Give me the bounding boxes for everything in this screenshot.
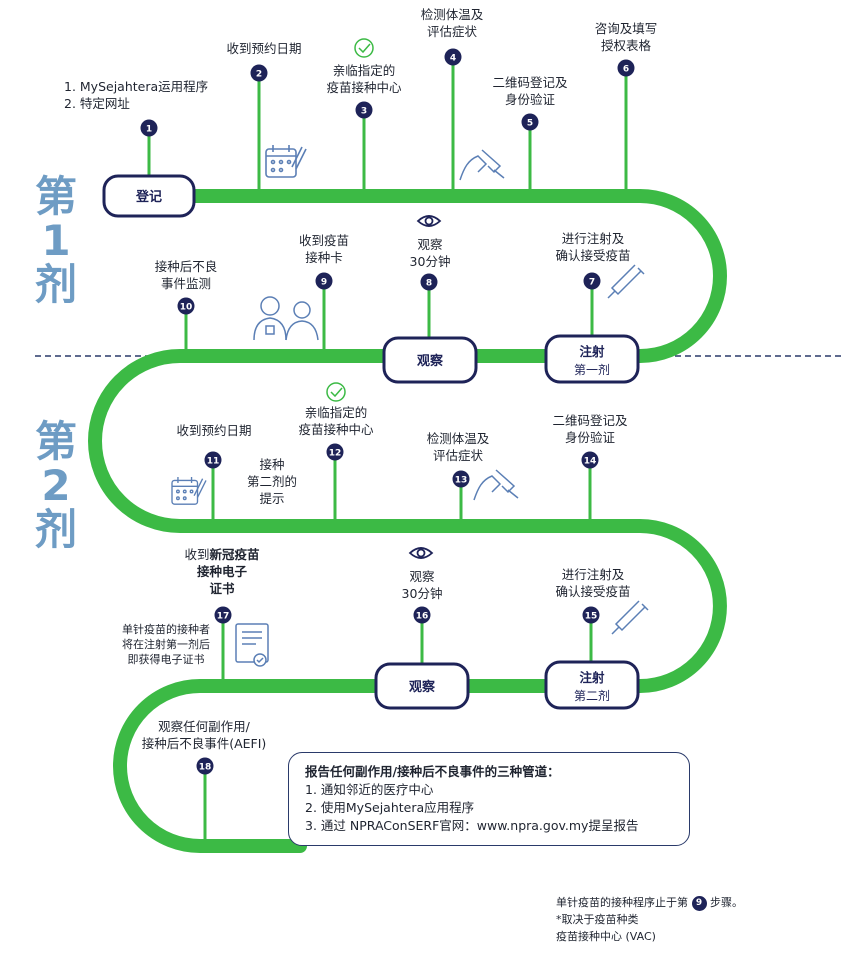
station-inject-2-title: 注射	[579, 670, 605, 685]
station-register: 登记	[102, 174, 196, 218]
step-number-badge: 15	[582, 606, 600, 624]
step-4-label: 检测体温及评估症状	[420, 7, 484, 39]
step-15-label: 进行注射及确认接受疫苗	[555, 567, 631, 599]
eye-icon	[416, 215, 442, 227]
step-9-label: 收到疫苗接种卡	[298, 233, 349, 265]
check-circle-icon	[326, 382, 346, 402]
step-number: 16	[416, 612, 429, 622]
calendar-icon	[265, 145, 307, 178]
report-channel-item: 3. 通过 NPRAConSERF官网：www.npra.gov.my提呈报告	[305, 818, 639, 833]
step-number: 8	[426, 279, 432, 289]
report-channels-title: 报告任何副作用/接种后不良事件的三种管道：	[305, 764, 560, 779]
step-number-badge: 7	[583, 272, 601, 290]
step-number-badge: 3	[355, 101, 373, 119]
step-3-label: 亲临指定的疫苗接种中心	[326, 63, 402, 95]
step-number: 18	[199, 763, 212, 773]
step-number: 5	[527, 119, 533, 129]
step-5-label: 二维码登记及身份验证	[492, 75, 568, 107]
station-observe-2-label: 观察	[409, 679, 436, 695]
step-number-badge: 18	[196, 757, 214, 775]
footnotes: 单针疫苗的接种程序止于第 9 步骤。 *取决于疫苗种类 疫苗接种中心 (VAC)	[556, 894, 743, 945]
step-number: 14	[584, 457, 597, 467]
footnote-single-dose: 单针疫苗的接种程序止于第 9 步骤。	[556, 895, 743, 911]
calendar-icon	[171, 477, 207, 505]
step-number-badge: 11	[204, 451, 222, 469]
footnote-vac: 疫苗接种中心 (VAC)	[556, 930, 656, 943]
report-channel-item: 2. 使用MySejahtera应用程序	[305, 800, 475, 815]
station-inject-1: 注射 第一剂	[544, 334, 640, 384]
step-10-label: 接种后不良事件监测	[154, 259, 218, 291]
footnote-vaccine-type: *取决于疫苗种类	[556, 913, 639, 926]
step-6-label: 咨询及填写授权表格	[594, 21, 658, 53]
step-17-label: 收到新冠疫苗 接种电子 证书	[184, 547, 260, 596]
step-number: 4	[450, 54, 456, 64]
step-number: 10	[180, 303, 193, 313]
station-register-label: 登记	[135, 189, 162, 205]
station-observe-2: 观察	[374, 662, 470, 710]
step-7-label: 进行注射及确认接受疫苗	[555, 231, 631, 263]
roadmap-path	[88, 189, 727, 853]
step-number: 3	[361, 107, 367, 117]
step-12-label: 亲临指定的疫苗接种中心	[298, 405, 374, 437]
station-inject-1-title: 注射	[579, 344, 605, 359]
eye-icon	[408, 547, 434, 559]
step-number-badge: 9	[315, 272, 333, 290]
step-number: 2	[256, 70, 262, 80]
step-number-badge: 5	[521, 113, 539, 131]
step-number-badge: 14	[581, 451, 599, 469]
step-number-badge: 2	[250, 64, 268, 82]
step-9-badge: 9	[691, 895, 707, 911]
certificate-icon	[235, 623, 269, 667]
station-inject-2-sub: 第二剂	[574, 688, 610, 703]
step-number: 1	[146, 125, 152, 135]
step-14-label: 二维码登记及身份验证	[552, 413, 628, 445]
step-number-badge: 6	[617, 59, 635, 77]
step-number-badge: 1	[140, 119, 158, 137]
step-number: 9	[321, 278, 327, 288]
station-inject-1-sub: 第一剂	[574, 362, 610, 377]
step-11-label: 收到预约日期	[176, 423, 252, 438]
step-number-badge: 16	[413, 606, 431, 624]
step-18-label: 观察任何副作用/接种后不良事件(AEFI)	[141, 719, 267, 751]
step-2-label: 收到预约日期	[226, 41, 302, 56]
report-channels-box: 报告任何副作用/接种后不良事件的三种管道： 1. 通知邻近的医疗中心 2. 使用…	[288, 752, 690, 846]
step-number-badge: 10	[177, 297, 195, 315]
syringe-icon	[607, 264, 645, 299]
doctor-patient-icon	[253, 296, 319, 341]
step-11-reminder-label: 接种第二剂的提示	[246, 457, 297, 506]
step-13-label: 检测体温及评估症状	[426, 431, 490, 463]
step-number-badge: 12	[326, 443, 344, 461]
step-number: 11	[207, 457, 220, 467]
temperature-check-icon	[459, 149, 505, 181]
step-number: 6	[623, 65, 629, 75]
step-number: 12	[329, 449, 342, 459]
station-inject-2: 注射 第二剂	[544, 660, 640, 710]
check-circle-icon	[354, 38, 374, 58]
syringe-icon	[611, 600, 649, 635]
step-number: 7	[589, 278, 595, 288]
station-observe-1-label: 观察	[417, 353, 444, 369]
step-number: 17	[217, 612, 230, 622]
step-number-badge: 8	[420, 273, 438, 291]
temperature-check-icon	[473, 469, 519, 501]
step-number-badge: 13	[452, 470, 470, 488]
step-17-note: 单针疫苗的接种者将在注射第一剂后即获得电子证书	[122, 623, 210, 666]
step-number: 13	[455, 476, 468, 486]
step-number-badge: 17	[214, 606, 232, 624]
report-channel-item: 1. 通知邻近的医疗中心	[305, 782, 434, 797]
step-number: 15	[585, 612, 598, 622]
step-number-badge: 4	[444, 48, 462, 66]
station-observe-1: 观察	[382, 336, 478, 384]
